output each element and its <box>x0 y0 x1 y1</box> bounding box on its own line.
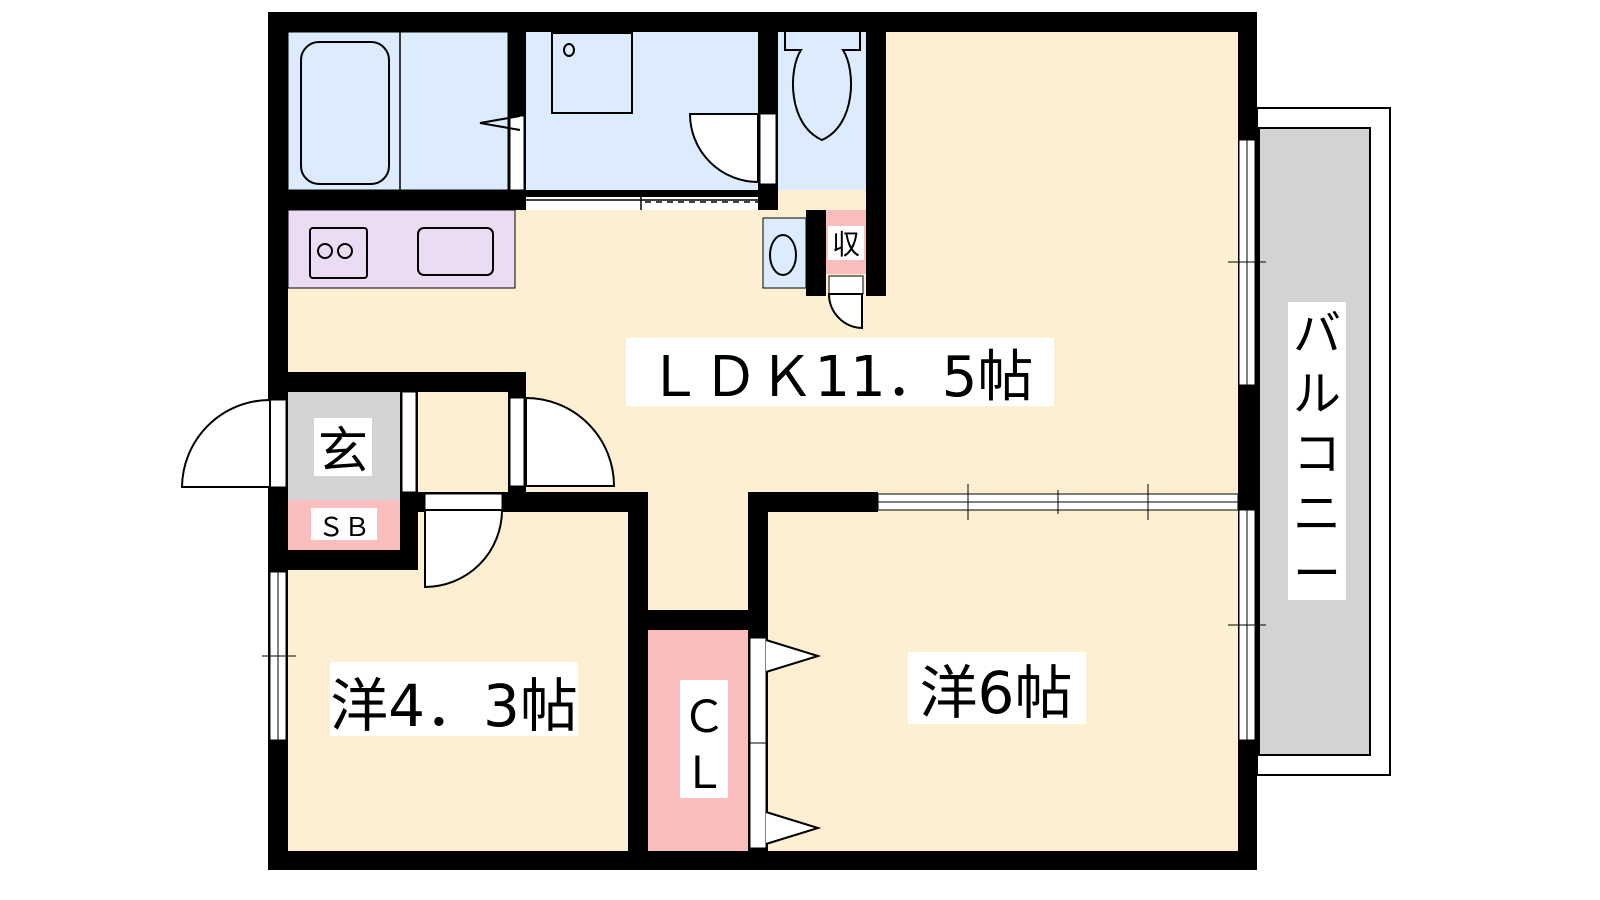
door-swing-icon <box>525 396 616 487</box>
balcony-label-char: バ <box>1293 306 1341 362</box>
bathroom <box>287 31 509 191</box>
toilet-room <box>778 32 866 190</box>
sink-icon <box>417 227 494 276</box>
room-western-4-3-label: 洋4．3帖 <box>330 672 578 740</box>
closet-label-c: Ｃ <box>682 692 726 743</box>
ldk-label: ＬＤＫ11．5帖 <box>647 345 1034 410</box>
balcony-label-bg <box>1288 302 1346 600</box>
stove-icon <box>309 227 368 279</box>
balcony-label-char: ニ <box>1293 486 1341 542</box>
room-western-6-label: 洋6帖 <box>920 659 1073 727</box>
balcony-label-char: コ <box>1293 426 1341 482</box>
storage-label: 収 <box>832 228 860 261</box>
bathtub-icon <box>300 41 390 185</box>
kitchen-counter <box>287 209 516 289</box>
front-door[interactable] <box>180 398 271 488</box>
closet-door-icon <box>765 811 822 845</box>
entrance-label: 玄 <box>318 422 368 480</box>
balcony-label-char: ー <box>1293 546 1341 602</box>
door-swing-icon <box>688 113 759 184</box>
folding-door-icon <box>479 115 521 131</box>
balcony-label-char: ル <box>1293 366 1341 422</box>
closet-door-icon <box>765 639 822 673</box>
door-swing-icon <box>424 509 504 589</box>
toilet-icon <box>784 32 861 142</box>
washbasin-icon <box>769 234 797 276</box>
washing-machine-icon <box>551 32 633 114</box>
shoe-box-label: ＳＢ <box>318 513 370 543</box>
closet-label-l: Ｌ <box>682 748 726 799</box>
sliding-door <box>526 197 758 210</box>
